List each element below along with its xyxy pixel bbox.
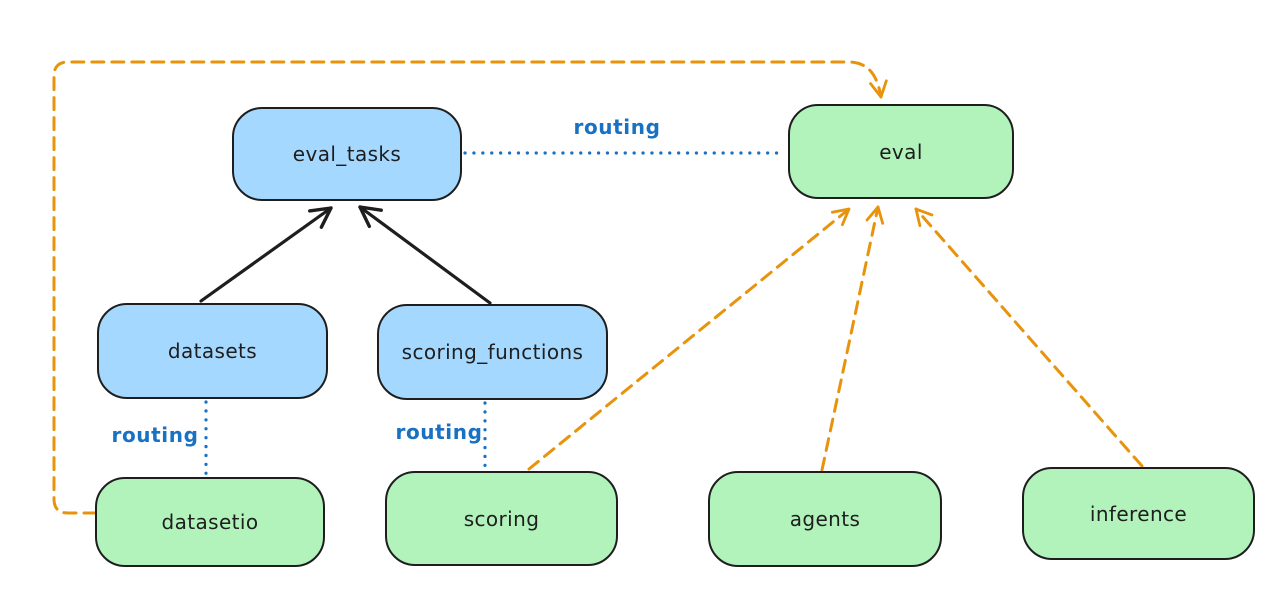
edge-agents-to-eval [820,205,885,472]
node-label-datasets: datasets [167,339,258,363]
edge-label-routing-left: routing [111,423,199,447]
node-datasetio: datasetio [95,477,325,567]
node-inference: inference [1022,467,1255,560]
edge-scoring_functions-to-eval_tasks [358,205,492,305]
node-agents: agents [708,471,942,567]
node-scoring_functions: scoring_functions [377,304,608,400]
node-label-scoring: scoring [463,506,540,531]
edge-label-routing-top: routing [573,115,661,139]
node-datasets: datasets [97,303,328,399]
node-label-datasetio: datasetio [161,510,259,534]
edge-datasets-to-eval_tasks [199,206,333,303]
edge-datasetio-to-eval [52,60,888,515]
edge-inference-to-eval [914,207,1144,468]
node-label-scoring_functions: scoring_functions [401,340,584,364]
edge-label-routing-middle: routing [395,420,483,444]
node-label-eval_tasks: eval_tasks [292,142,402,166]
node-label-eval: eval [879,139,923,164]
node-label-inference: inference [1089,501,1188,526]
node-label-agents: agents [789,507,861,531]
node-eval: eval [788,104,1014,199]
node-scoring: scoring [385,471,618,566]
node-eval_tasks: eval_tasks [232,107,462,201]
edge-scoring-to-eval [527,207,851,471]
